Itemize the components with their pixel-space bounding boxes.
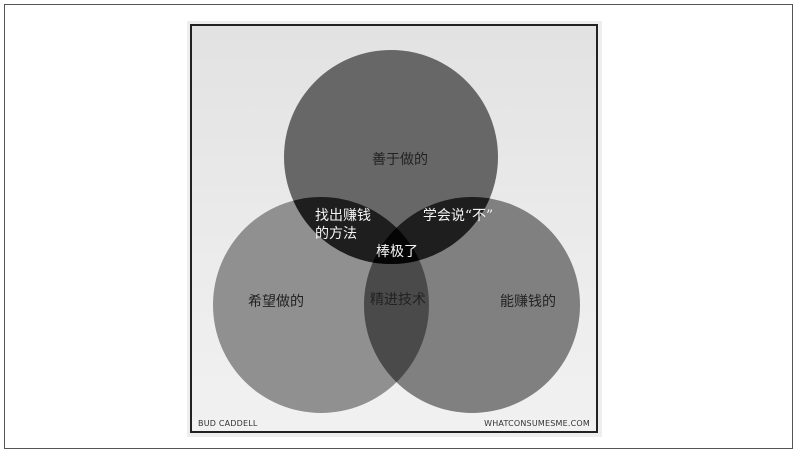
- label-line-2: 的方法: [315, 226, 357, 242]
- label-can-earn: 能赚钱的: [500, 294, 556, 310]
- venn-diagram: [213, 50, 580, 413]
- overlap-top-right: [364, 197, 498, 264]
- credit-website: WHATCONSUMESME.COM: [484, 419, 590, 428]
- label-find-way-to-earn: 找出赚钱 的方法: [315, 207, 371, 243]
- label-good-at: 善于做的: [372, 152, 428, 168]
- label-want-to-do: 希望做的: [248, 294, 304, 310]
- venn-diagram-panel: 善于做的 希望做的 能赚钱的 找出赚钱 的方法 学会说“不” 棒极了 精进技术 …: [190, 24, 598, 433]
- label-learn-say-no: 学会说“不”: [422, 208, 494, 224]
- label-line-1: 找出赚钱: [315, 208, 371, 224]
- overlap-top-left: [284, 197, 429, 264]
- credit-author: BUD CADDELL: [198, 419, 258, 428]
- label-improve-skills: 精进技术: [370, 292, 426, 308]
- label-awesome: 棒极了: [376, 244, 418, 260]
